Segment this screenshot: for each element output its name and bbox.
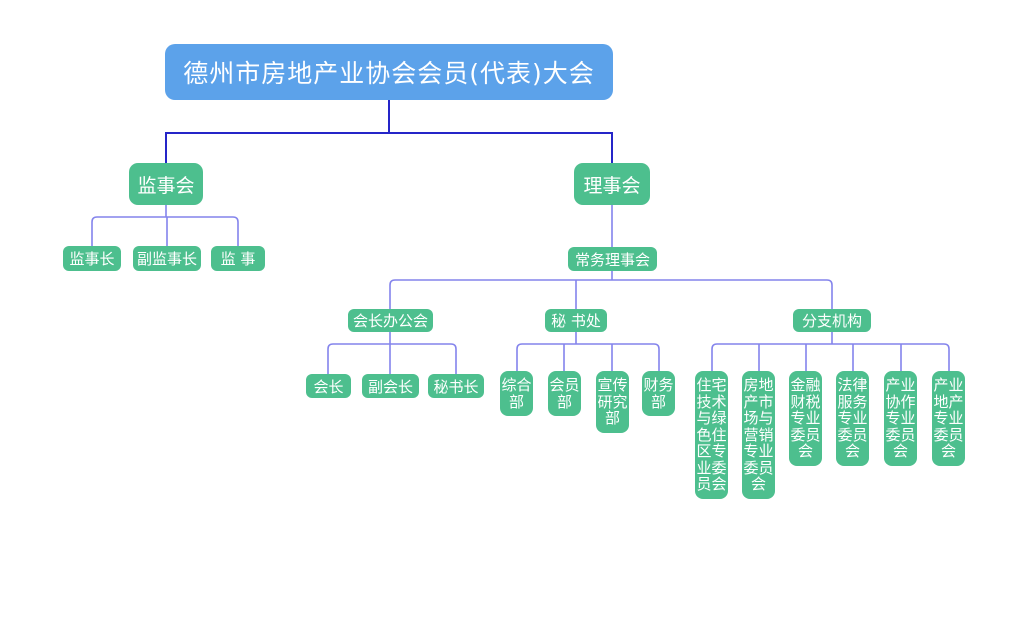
node-supervisory-board[interactable]: 监事会 — [129, 163, 203, 205]
node-standing-council[interactable]: 常务理事会 — [568, 247, 657, 271]
node-finance-tax-committee[interactable]: 金融财税专业委员会 — [789, 371, 822, 466]
node-publicity-research-dept[interactable]: 宣传研究部 — [596, 371, 629, 433]
node-housing-tech-green-committee[interactable]: 住宅技术与绿色住区专业委员会 — [695, 371, 728, 499]
secretariat-branch-connector — [516, 332, 660, 371]
node-market-marketing-committee[interactable]: 房地产市场与营销专业委员会 — [742, 371, 775, 499]
node-president[interactable]: 会长 — [306, 374, 351, 398]
node-presidents-office[interactable]: 会长办公会 — [348, 309, 433, 332]
node-membership-dept[interactable]: 会员部 — [548, 371, 581, 416]
branch-organizations-branch-connector — [711, 332, 950, 371]
trunk-connector — [165, 100, 613, 163]
node-industrial-realestate-committee[interactable]: 产业地产专业委员会 — [932, 371, 965, 466]
node-vice-president[interactable]: 副会长 — [362, 374, 419, 398]
supervisory-branch-connector — [91, 205, 239, 246]
node-branch-organizations[interactable]: 分支机构 — [793, 309, 871, 332]
node-industry-cooperation-committee[interactable]: 产业协作专业委员会 — [884, 371, 917, 466]
node-supervisor[interactable]: 监 事 — [211, 246, 265, 271]
node-legal-service-committee[interactable]: 法律服务专业委员会 — [836, 371, 869, 466]
node-council[interactable]: 理事会 — [574, 163, 650, 205]
node-finance-dept[interactable]: 财务部 — [642, 371, 675, 416]
node-general-affairs-dept[interactable]: 综合部 — [500, 371, 533, 416]
node-deputy-chief-supervisor[interactable]: 副监事长 — [133, 246, 201, 271]
node-secretary-general[interactable]: 秘书长 — [428, 374, 484, 398]
node-general-assembly[interactable]: 德州市房地产业协会会员(代表)大会 — [165, 44, 613, 100]
node-chief-supervisor[interactable]: 监事长 — [63, 246, 121, 271]
standing-council-branch-connector — [389, 271, 833, 309]
node-secretariat[interactable]: 秘 书处 — [545, 309, 607, 332]
presidents-office-branch-connector — [327, 332, 457, 374]
